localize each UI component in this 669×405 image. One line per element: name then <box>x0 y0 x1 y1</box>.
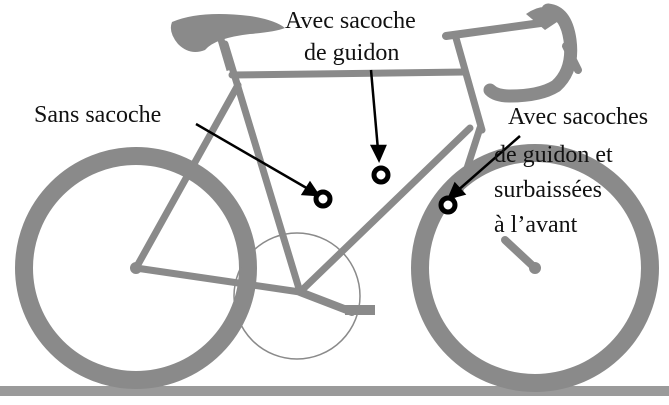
handlebar-drop <box>483 3 578 103</box>
saddle <box>170 14 285 52</box>
label-bar-bag-line1: Avec sacoche <box>285 8 416 34</box>
arrowhead-bar-bag <box>369 144 387 163</box>
crank-arm <box>296 288 356 316</box>
label-no-bag: Sans sacoche <box>34 102 162 128</box>
arrow-no-bag <box>195 122 311 192</box>
down-tube <box>296 124 474 296</box>
label-front-bags-line2: de guidon et <box>494 142 613 168</box>
head-tube <box>452 34 486 134</box>
arrow-front-bags <box>455 135 521 193</box>
front-wheel <box>411 144 659 392</box>
label-front-bags-line3: surbaissées <box>494 177 602 203</box>
label-bar-bag-line2: de guidon <box>304 40 400 66</box>
marker-bar-bag <box>371 165 391 185</box>
top-tube <box>228 68 469 79</box>
label-front-bags-line1: Avec sacoches <box>508 104 649 130</box>
label-front-bags-line4: à l’avant <box>494 212 578 238</box>
chain-stay <box>132 264 304 296</box>
arrowhead-no-bag <box>300 180 321 197</box>
pedal <box>345 305 375 315</box>
arrowhead-front-bags <box>446 181 467 200</box>
arrow-bar-bag <box>369 69 380 151</box>
handlebar-end <box>562 42 582 74</box>
fork <box>456 124 484 194</box>
ground-line <box>0 386 669 396</box>
chainring <box>233 232 361 360</box>
rear-wheel <box>15 147 257 389</box>
front-fork-blade <box>501 236 539 272</box>
stem <box>442 18 552 40</box>
seat-stay <box>132 81 242 272</box>
marker-no-bag <box>313 189 333 209</box>
seat-tube <box>221 40 304 296</box>
marker-front-bags <box>438 195 458 215</box>
brake-hood <box>526 6 560 30</box>
seat-post <box>216 35 234 71</box>
